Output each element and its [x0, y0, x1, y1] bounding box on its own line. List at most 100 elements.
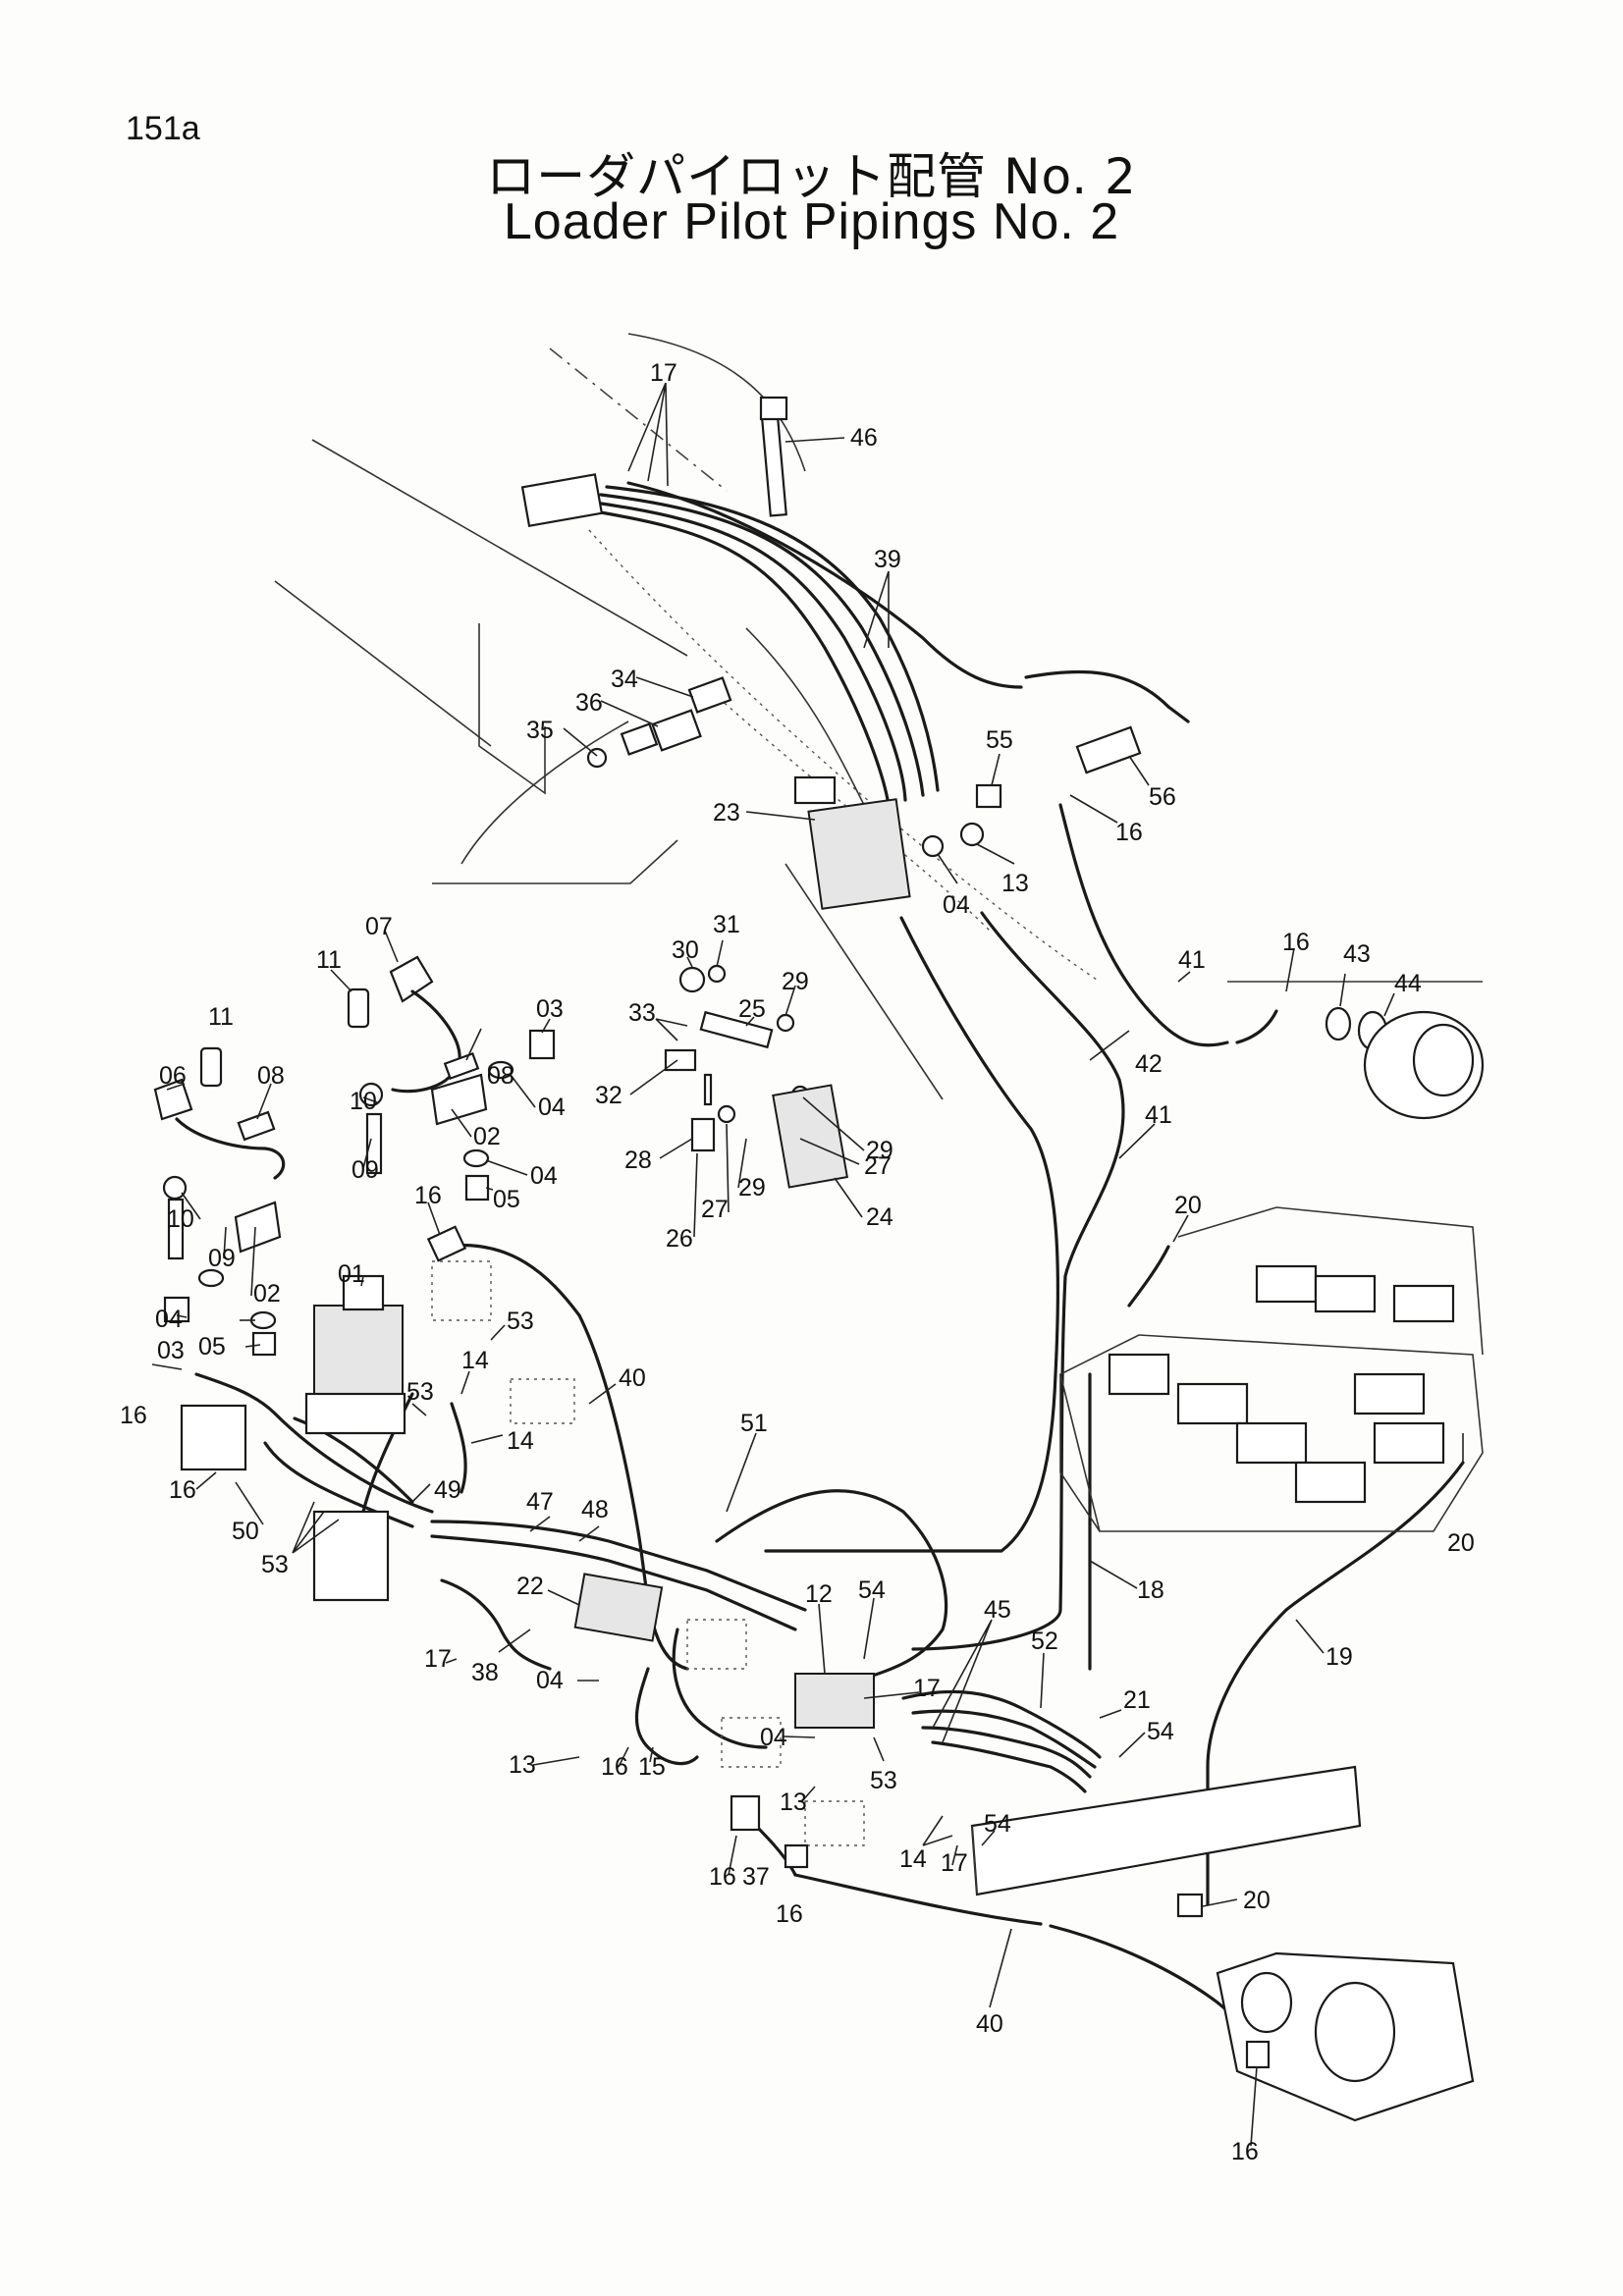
part-callout: 48	[581, 1496, 609, 1523]
part-callout: 27	[864, 1152, 892, 1180]
part-callout: 54	[1147, 1718, 1174, 1745]
part-callout: 16	[1115, 819, 1143, 846]
part-callout: 22	[516, 1573, 544, 1600]
part-callout: 37	[742, 1863, 770, 1891]
part-callout: 40	[976, 2010, 1003, 2038]
part-callout: 51	[740, 1410, 768, 1437]
part-callout: 15	[638, 1753, 666, 1781]
part-callout: 04	[760, 1724, 787, 1751]
part-callout: 14	[461, 1347, 489, 1374]
part-callout: 08	[257, 1062, 285, 1090]
control-valve-block	[1059, 1206, 1484, 1532]
part-callout: 16	[169, 1476, 196, 1504]
part-callout: 52	[1031, 1628, 1058, 1655]
pump-assembly	[1216, 1951, 1475, 2122]
part-callout: 53	[870, 1767, 897, 1794]
part-callout: 54	[858, 1576, 886, 1604]
part-callout: 10	[167, 1205, 194, 1233]
part-callout: 09	[352, 1156, 379, 1184]
component-shapes	[153, 396, 1485, 2122]
part-callout: 25	[738, 995, 766, 1023]
part-callout: 23	[713, 799, 740, 827]
part-callout: 20	[1243, 1887, 1271, 1914]
part-callout: 04	[155, 1306, 183, 1333]
part-callout: 17	[650, 359, 677, 387]
part-callout: 05	[493, 1186, 520, 1213]
part-callout: 04	[538, 1094, 566, 1121]
part-callout: 26	[666, 1225, 693, 1253]
machine-outline-lines	[274, 333, 1483, 1100]
part-callout: 10	[350, 1088, 377, 1115]
part-callout: 29	[866, 1137, 893, 1164]
part-callout: 20	[1174, 1192, 1202, 1219]
part-callout: 33	[628, 999, 656, 1027]
part-callout: 11	[316, 946, 342, 974]
part-callout: 27	[701, 1196, 729, 1223]
diagram-title-english: Loader Pilot Pipings No. 2	[503, 193, 1120, 250]
part-callout: 29	[782, 968, 809, 995]
part-callout: 16	[601, 1753, 628, 1781]
part-callout: 20	[1447, 1529, 1475, 1557]
part-callout: 01	[338, 1260, 365, 1288]
part-callout: 14	[899, 1845, 927, 1873]
part-callout: 41	[1145, 1101, 1172, 1129]
part-callout: 56	[1149, 783, 1176, 811]
part-callout: 55	[986, 726, 1013, 754]
page-number: 151a	[126, 110, 200, 147]
part-callout: 13	[780, 1789, 807, 1816]
part-callout: 42	[1135, 1050, 1163, 1078]
part-callout: 54	[984, 1810, 1011, 1838]
part-callout: 47	[526, 1488, 554, 1516]
part-callout: 12	[805, 1580, 833, 1608]
part-callout: 16	[1231, 2138, 1259, 2165]
part-callout: 02	[253, 1280, 281, 1308]
part-callout: 14	[507, 1427, 534, 1455]
part-callout: 34	[611, 666, 638, 693]
part-callout: 16	[1282, 929, 1310, 956]
part-callout: 06	[159, 1062, 187, 1090]
part-callout: 46	[850, 424, 878, 452]
part-callout: 13	[1001, 870, 1029, 897]
part-callout: 44	[1394, 970, 1422, 997]
part-callout: 32	[595, 1082, 622, 1109]
part-callout: 09	[208, 1245, 236, 1272]
part-callout: 03	[536, 995, 564, 1023]
part-callout: 02	[473, 1123, 501, 1150]
part-callout: 53	[406, 1378, 434, 1406]
part-callout: 16	[414, 1182, 442, 1209]
part-callout: 40	[619, 1364, 646, 1392]
part-callout: 11	[208, 1003, 234, 1031]
part-callout: 21	[1123, 1686, 1151, 1714]
part-callout: 35	[526, 717, 554, 744]
part-callout: 16	[120, 1402, 147, 1429]
part-callout: 17	[941, 1849, 968, 1877]
part-callout: 16	[776, 1900, 803, 1928]
part-callout: 04	[530, 1162, 558, 1190]
part-callout: 08	[487, 1062, 514, 1090]
part-callout: 24	[866, 1203, 893, 1231]
part-callout: 18	[1137, 1576, 1164, 1604]
part-callout: 49	[434, 1476, 461, 1504]
part-callout: 30	[672, 936, 699, 964]
part-callout: 19	[1325, 1643, 1353, 1671]
leader-lines	[151, 382, 1464, 2147]
pipe-runs	[194, 481, 1465, 2054]
part-callout: 28	[624, 1147, 652, 1174]
part-callout: 45	[984, 1596, 1011, 1624]
part-callout: 38	[471, 1659, 499, 1686]
part-callout: 05	[198, 1333, 226, 1361]
part-callout: 36	[575, 689, 603, 717]
callout-labels: 17 46 39 34 36 35 55 56 23 16 04 13 07 1…	[120, 359, 1475, 2165]
part-callout: 39	[874, 546, 901, 573]
part-callout: 04	[536, 1667, 564, 1694]
part-callout: 03	[157, 1337, 185, 1364]
part-callout: 53	[261, 1551, 289, 1578]
part-callout: 04	[943, 891, 970, 919]
diagram-title-japanese: ローダパイロット配管 No. 2	[486, 148, 1137, 205]
part-callout: 41	[1178, 946, 1206, 974]
part-callout: 13	[509, 1751, 536, 1779]
part-callout: 50	[232, 1518, 259, 1545]
part-callout: 53	[507, 1308, 534, 1335]
